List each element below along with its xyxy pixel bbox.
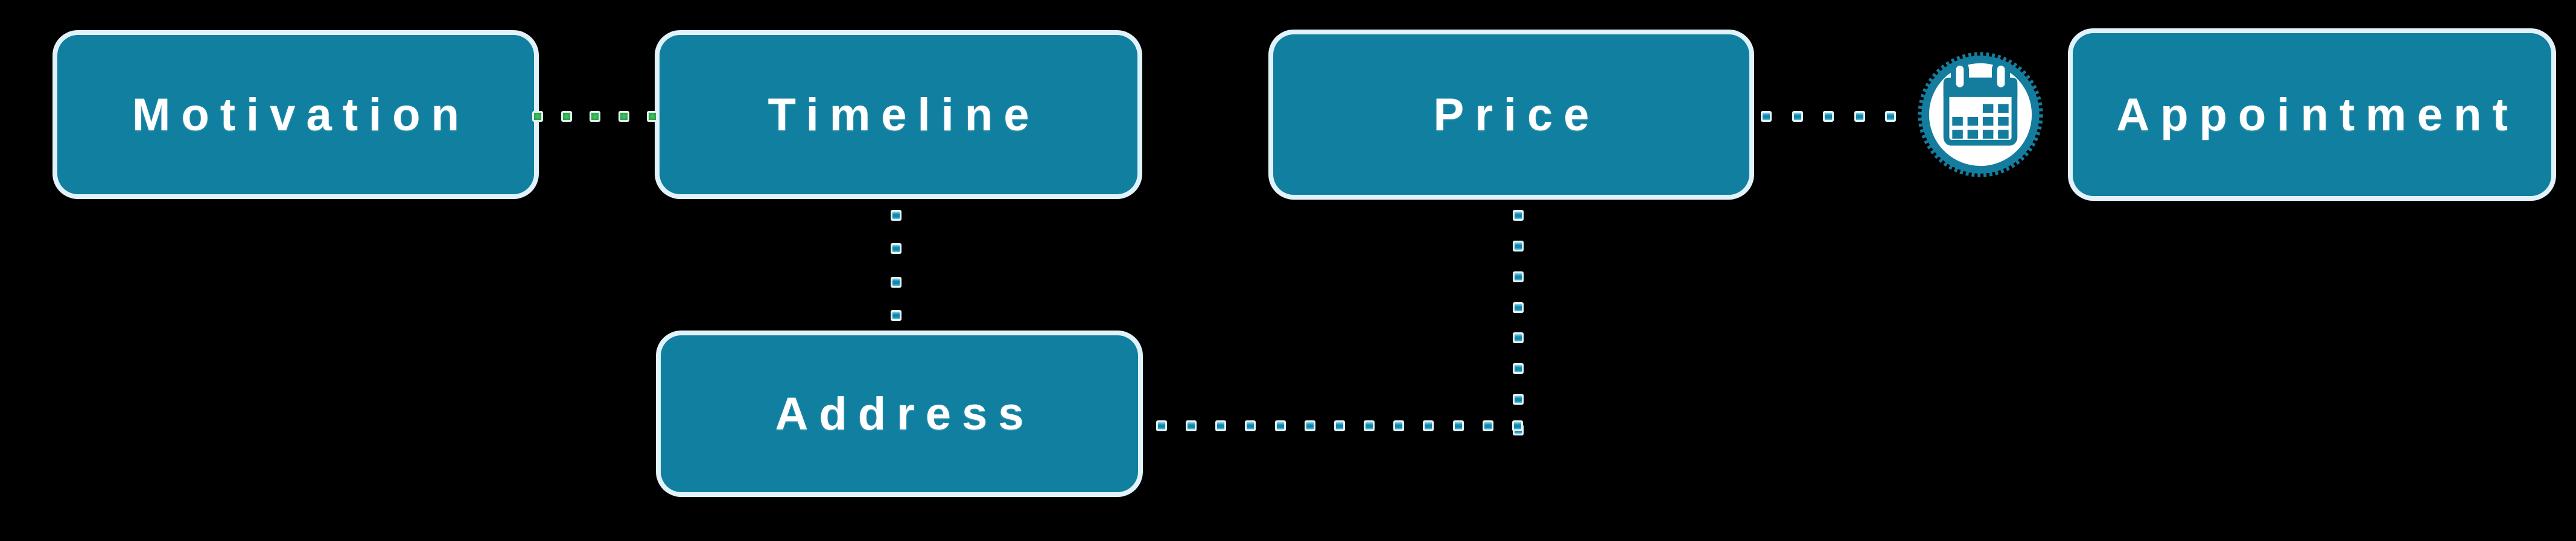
connector-dot: [1512, 420, 1523, 431]
connector-dot: [647, 111, 658, 122]
connector-dot: [891, 309, 902, 321]
connector-dot: [618, 111, 629, 122]
connector-dot: [1274, 420, 1286, 431]
node-motivation: Motivation: [57, 35, 534, 194]
connector-dot: [1513, 394, 1524, 405]
calendar-icon-svg: [1918, 52, 2043, 177]
connector-dot: [1334, 420, 1345, 431]
connector-dot: [1393, 420, 1405, 431]
connector-dot: [1761, 111, 1772, 122]
dotted-connector-motivation-timeline: [532, 111, 658, 122]
node-address: Address: [661, 335, 1138, 492]
connector-dot: [1823, 111, 1834, 122]
connector-dot: [590, 111, 600, 122]
connector-dot: [891, 210, 902, 221]
node-motivation-label: Motivation: [132, 89, 470, 141]
connector-dot: [1854, 111, 1865, 122]
connector-dot: [1452, 420, 1464, 431]
connector-dot: [532, 111, 543, 122]
connector-dot: [1513, 332, 1524, 344]
connector-dot: [1513, 271, 1524, 282]
dotted-connector-address-elbow: [1156, 420, 1523, 431]
connector-dot: [1482, 420, 1493, 431]
dotted-connector-price-calendar: [1761, 111, 1896, 122]
connector-dot: [1215, 420, 1227, 431]
dotted-connector-price-elbow: [1513, 210, 1524, 435]
connector-dot: [1513, 363, 1524, 375]
node-address-label: Address: [775, 388, 1035, 440]
connector-dot: [1513, 302, 1524, 313]
node-timeline-label: Timeline: [768, 89, 1040, 141]
node-timeline: Timeline: [660, 35, 1137, 194]
connector-dot: [1304, 420, 1315, 431]
connector-dot: [1885, 111, 1896, 122]
connector-dot: [1186, 420, 1197, 431]
connector-dot: [1792, 111, 1803, 122]
connector-dot: [1156, 420, 1167, 431]
node-price-label: Price: [1433, 89, 1600, 141]
calendar-icon: [1916, 50, 2045, 179]
connector-dot: [1364, 420, 1375, 431]
node-price: Price: [1273, 34, 1749, 195]
dotted-connector-timeline-address: [891, 210, 902, 321]
connector-dot: [891, 243, 902, 255]
node-appointment: Appointment: [2073, 33, 2551, 196]
connector-dot: [1245, 420, 1256, 431]
connector-dot: [1423, 420, 1434, 431]
connector-dot: [891, 276, 902, 288]
node-appointment-label: Appointment: [2116, 89, 2519, 141]
connector-dot: [1513, 240, 1524, 252]
connector-dot: [1513, 210, 1524, 221]
connector-dot: [561, 111, 572, 122]
